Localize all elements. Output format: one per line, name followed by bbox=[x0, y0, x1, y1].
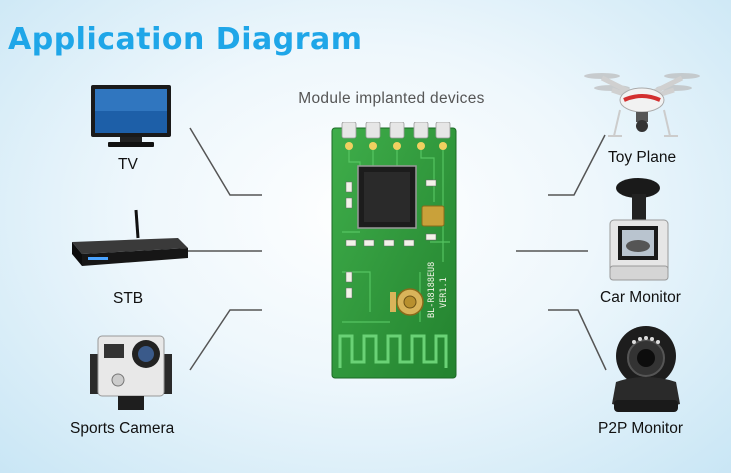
action-camera-icon bbox=[90, 335, 172, 410]
device-label-stb: STB bbox=[113, 290, 144, 307]
connector-toy-plane bbox=[548, 134, 606, 196]
wifi-module-pcb: BL-R8188EU8 VER1.1 bbox=[331, 122, 457, 379]
device-label-car-monitor: Car Monitor bbox=[600, 289, 681, 306]
connector-sports-camera bbox=[189, 309, 262, 371]
device-label-tv: TV bbox=[118, 156, 138, 173]
ip-camera-icon bbox=[612, 326, 680, 412]
tv-icon bbox=[91, 85, 171, 147]
dash-camera-icon bbox=[609, 178, 669, 281]
diagram-title: Application Diagram bbox=[8, 22, 363, 57]
device-label-sports-camera: Sports Camera bbox=[70, 420, 175, 437]
drone-icon bbox=[584, 73, 700, 137]
connector-tv bbox=[189, 127, 262, 196]
connector-p2p-monitor bbox=[548, 309, 607, 371]
device-label-toy-plane: Toy Plane bbox=[608, 149, 677, 166]
device-label-p2p-monitor: P2P Monitor bbox=[598, 420, 684, 437]
set-top-box-icon bbox=[72, 209, 188, 266]
module-silk-part-number: BL-R8188EU8 bbox=[427, 262, 437, 318]
module-silk-version: VER1.1 bbox=[439, 277, 449, 308]
module-caption: Module implanted devices bbox=[298, 90, 485, 107]
